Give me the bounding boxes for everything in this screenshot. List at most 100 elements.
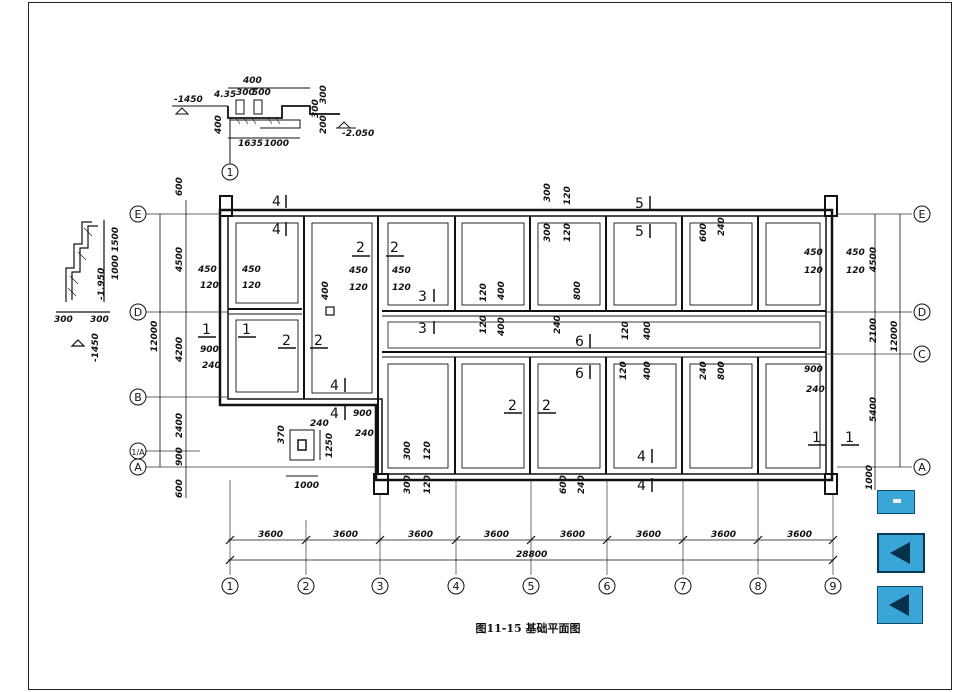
svg-text:120: 120 [392, 283, 411, 293]
svg-text:1500: 1500 [111, 227, 121, 252]
svg-text:3600: 3600 [333, 530, 358, 540]
left-triangle-icon [890, 542, 910, 564]
svg-text:2: 2 [508, 398, 517, 414]
svg-text:370: 370 [277, 425, 287, 444]
svg-text:1: 1 [227, 166, 234, 179]
svg-text:120: 120 [563, 223, 573, 242]
svg-text:300: 300 [403, 475, 413, 494]
svg-text:4.35: 4.35 [213, 90, 236, 100]
svg-text:1000: 1000 [111, 255, 121, 280]
svg-text:400: 400 [497, 317, 507, 337]
svg-text:400: 400 [643, 361, 653, 381]
svg-text:300: 300 [90, 315, 109, 325]
svg-text:450: 450 [803, 248, 823, 258]
svg-text:600: 600 [175, 479, 185, 498]
svg-text:3600: 3600 [787, 530, 812, 540]
svg-text:600: 600 [175, 177, 185, 196]
svg-text:3: 3 [377, 580, 384, 593]
svg-text:600: 600 [559, 475, 569, 494]
return-button[interactable] [877, 586, 923, 624]
svg-text:1000: 1000 [294, 481, 319, 491]
svg-text:6: 6 [575, 366, 584, 382]
svg-text:4: 4 [453, 580, 460, 593]
svg-text:4: 4 [637, 478, 646, 494]
svg-text:4: 4 [272, 194, 281, 210]
svg-text:3600: 3600 [711, 530, 736, 540]
svg-text:B: B [134, 391, 142, 404]
svg-text:400: 400 [214, 115, 224, 135]
svg-text:1/A: 1/A [131, 448, 145, 457]
svg-text:120: 120 [846, 266, 865, 276]
svg-text:240: 240 [806, 385, 825, 395]
svg-text:450: 450 [241, 265, 261, 275]
svg-text:-1450: -1450 [91, 333, 101, 362]
svg-text:D: D [918, 306, 926, 319]
svg-text:3600: 3600 [408, 530, 433, 540]
svg-text:120: 120 [200, 281, 219, 291]
foundation-walls [218, 195, 838, 495]
column-axis-labels [129, 163, 931, 595]
svg-text:300: 300 [311, 99, 321, 118]
svg-text:E: E [919, 208, 926, 221]
svg-text:3600: 3600 [258, 530, 283, 540]
svg-text:1000: 1000 [264, 139, 289, 149]
svg-text:2: 2 [390, 240, 399, 256]
svg-text:2: 2 [314, 333, 323, 349]
svg-text:240: 240 [202, 361, 221, 371]
svg-text:4200: 4200 [175, 337, 185, 363]
svg-text:-2.050: -2.050 [342, 129, 374, 139]
svg-text:300: 300 [54, 315, 73, 325]
svg-text:120: 120 [423, 475, 433, 494]
svg-text:28800: 28800 [516, 550, 547, 560]
svg-text:900: 900 [200, 345, 219, 355]
pier-detail [286, 429, 321, 477]
svg-text:400: 400 [321, 281, 331, 301]
previous-slide-button[interactable] [877, 533, 925, 573]
svg-text:300: 300 [319, 85, 329, 104]
svg-text:240: 240 [717, 217, 727, 236]
svg-text:7: 7 [680, 580, 687, 593]
menu-button[interactable] [877, 490, 915, 514]
svg-text:300: 300 [403, 441, 413, 460]
svg-text:3600: 3600 [484, 530, 509, 540]
svg-text:600: 600 [699, 223, 709, 242]
svg-text:240: 240 [310, 419, 329, 429]
svg-text:2: 2 [542, 398, 551, 414]
svg-text:4: 4 [637, 449, 646, 465]
svg-text:450: 450 [391, 266, 411, 276]
svg-text:9: 9 [830, 580, 837, 593]
svg-text:400: 400 [497, 281, 507, 301]
svg-text:120: 120 [349, 283, 368, 293]
svg-text:6: 6 [604, 580, 611, 593]
svg-text:120: 120 [479, 283, 489, 302]
svg-text:240: 240 [553, 315, 563, 334]
step-footing-detail-top [172, 87, 356, 164]
svg-text:800: 800 [717, 361, 727, 380]
svg-text:-1.950: -1.950 [97, 268, 107, 300]
menu-icon [893, 499, 901, 503]
figure-caption: 图11-15 基础平面图 [475, 621, 580, 635]
svg-text:A: A [134, 461, 142, 474]
svg-text:5: 5 [635, 224, 644, 240]
svg-text:4: 4 [330, 406, 339, 422]
svg-text:120: 120 [621, 321, 631, 340]
svg-text:900: 900 [804, 365, 823, 375]
svg-text:900: 900 [353, 409, 372, 419]
svg-text:1: 1 [202, 322, 211, 338]
svg-text:1: 1 [227, 580, 234, 593]
svg-text:12000: 12000 [150, 321, 160, 352]
left-triangle-icon [889, 594, 909, 616]
svg-text:500: 500 [252, 88, 271, 98]
svg-text:120: 120 [619, 361, 629, 380]
drawing-frame [28, 2, 952, 690]
svg-text:4: 4 [272, 222, 281, 238]
svg-text:300: 300 [236, 88, 255, 98]
svg-text:120: 120 [423, 441, 433, 460]
svg-text:300: 300 [543, 183, 553, 202]
svg-text:3600: 3600 [636, 530, 661, 540]
svg-text:2: 2 [303, 580, 310, 593]
svg-text:120: 120 [242, 281, 261, 291]
svg-text:E: E [135, 208, 142, 221]
svg-text:5: 5 [635, 196, 644, 212]
